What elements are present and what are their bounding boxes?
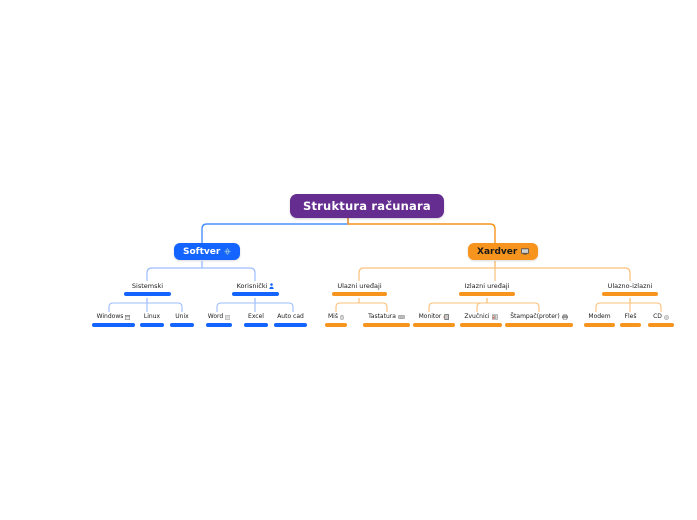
group-node-ulazno-izlazni[interactable]: Ulazno-izlazni bbox=[602, 282, 658, 296]
computer-icon bbox=[521, 248, 530, 255]
group-underline-bar bbox=[459, 292, 515, 296]
leaf-node-linux[interactable]: Linux bbox=[140, 313, 164, 327]
leaf-underline-bar bbox=[363, 323, 410, 327]
leaf-label-windows: Windows bbox=[97, 313, 131, 321]
leaf-label-mis: Miš bbox=[328, 313, 344, 321]
leaf-label-text: Štampač(proter) bbox=[510, 313, 560, 320]
disc-icon bbox=[663, 314, 669, 320]
leaf-label-excel: Excel bbox=[248, 313, 264, 320]
leaf-underline-bar bbox=[206, 323, 232, 327]
leaf-node-word[interactable]: Word bbox=[206, 313, 232, 327]
leaf-underline-bar bbox=[325, 323, 347, 327]
leaf-node-tastatura[interactable]: Tastatura bbox=[363, 313, 410, 327]
leaf-node-mis[interactable]: Miš bbox=[325, 313, 347, 327]
leaf-underline-bar bbox=[170, 323, 194, 327]
leaf-underline-bar bbox=[140, 323, 164, 327]
window-icon bbox=[125, 314, 131, 320]
leaf-node-monitor[interactable]: Monitor bbox=[413, 313, 455, 327]
leaf-label-unix: Unix bbox=[175, 313, 189, 320]
group-label-korisnicki: Korisnički bbox=[237, 282, 275, 290]
leaf-label-text: Monitor bbox=[418, 313, 442, 320]
leaf-label-text: Miš bbox=[328, 313, 338, 320]
leaf-label-text: Zvučnici bbox=[464, 313, 490, 320]
leaf-label-word: Word bbox=[208, 313, 230, 321]
branch-node-xardver[interactable]: Xardver bbox=[468, 243, 539, 260]
monitor-icon bbox=[443, 314, 450, 320]
root-node[interactable]: Struktura računara bbox=[290, 194, 444, 218]
leaf-node-zvucnici[interactable]: Zvučnici bbox=[460, 313, 502, 327]
leaf-node-fles[interactable]: Fleš bbox=[620, 313, 641, 327]
keyboard-icon bbox=[397, 315, 405, 319]
group-underline-bar bbox=[602, 292, 658, 296]
leaf-node-stampac[interactable]: Štampač(proter) bbox=[505, 313, 573, 327]
leaf-label-cd: CD bbox=[653, 313, 669, 321]
leaf-node-autocad[interactable]: Auto cad bbox=[274, 313, 307, 327]
leaf-underline-bar bbox=[92, 323, 135, 327]
leaf-label-stampac: Štampač(proter) bbox=[510, 313, 568, 321]
branch-label-xardver: Xardver bbox=[477, 246, 518, 257]
leaf-underline-bar bbox=[505, 323, 573, 327]
root-node-label: Struktura računara bbox=[303, 199, 431, 213]
leaf-node-unix[interactable]: Unix bbox=[170, 313, 194, 327]
group-node-korisnicki[interactable]: Korisnički bbox=[232, 282, 279, 296]
leaf-label-text: Word bbox=[207, 313, 224, 320]
leaf-label-zvucnici: Zvučnici bbox=[464, 313, 498, 321]
leaf-label-autocad: Auto cad bbox=[277, 313, 304, 320]
leaf-underline-bar bbox=[620, 323, 641, 327]
leaf-underline-bar bbox=[584, 323, 615, 327]
speaker-icon bbox=[491, 314, 498, 320]
group-underline-bar bbox=[332, 292, 387, 296]
leaf-label-tastatura: Tastatura bbox=[368, 313, 405, 321]
group-underline-bar bbox=[124, 292, 171, 296]
user-icon bbox=[269, 283, 275, 289]
group-underline-bar bbox=[232, 292, 279, 296]
leaf-node-cd[interactable]: CD bbox=[648, 313, 674, 327]
group-node-izlazni-uredjaji[interactable]: Izlazni uređaji bbox=[459, 282, 515, 296]
printer-icon bbox=[561, 314, 568, 320]
leaf-label-text: Windows bbox=[96, 313, 124, 320]
leaf-label-fles: Fleš bbox=[624, 313, 637, 320]
mouse-icon bbox=[340, 314, 344, 320]
leaf-label-linux: Linux bbox=[143, 313, 161, 320]
group-node-sistemski[interactable]: Sistemski bbox=[124, 282, 171, 296]
leaf-node-windows[interactable]: Windows bbox=[92, 313, 135, 327]
group-label-ulazno-izlazni: Ulazno-izlazni bbox=[607, 282, 653, 290]
document-icon bbox=[225, 314, 230, 320]
leaf-underline-bar bbox=[244, 323, 268, 327]
group-node-ulazni-uredjaji[interactable]: Ulazni uređaji bbox=[332, 282, 387, 296]
group-label-text: Korisnički bbox=[236, 282, 268, 290]
leaf-node-modem[interactable]: Modem bbox=[584, 313, 615, 327]
group-label-sistemski: Sistemski bbox=[131, 282, 164, 290]
leaf-underline-bar bbox=[274, 323, 307, 327]
branch-label-softver: Softver bbox=[183, 246, 221, 257]
group-label-ulazni-uredjaji: Ulazni uređaji bbox=[337, 282, 382, 290]
leaf-underline-bar bbox=[413, 323, 455, 327]
leaf-label-text: Tastatura bbox=[368, 313, 396, 320]
leaf-node-excel[interactable]: Excel bbox=[244, 313, 268, 327]
group-label-izlazni-uredjaji: Izlazni uređaji bbox=[464, 282, 510, 290]
leaf-underline-bar bbox=[460, 323, 502, 327]
globe-icon bbox=[224, 248, 231, 255]
leaf-label-monitor: Monitor bbox=[419, 313, 450, 321]
leaf-label-text: CD bbox=[653, 313, 662, 320]
leaf-label-modem: Modem bbox=[588, 313, 611, 320]
leaf-underline-bar bbox=[648, 323, 674, 327]
branch-node-softver[interactable]: Softver bbox=[174, 243, 241, 260]
